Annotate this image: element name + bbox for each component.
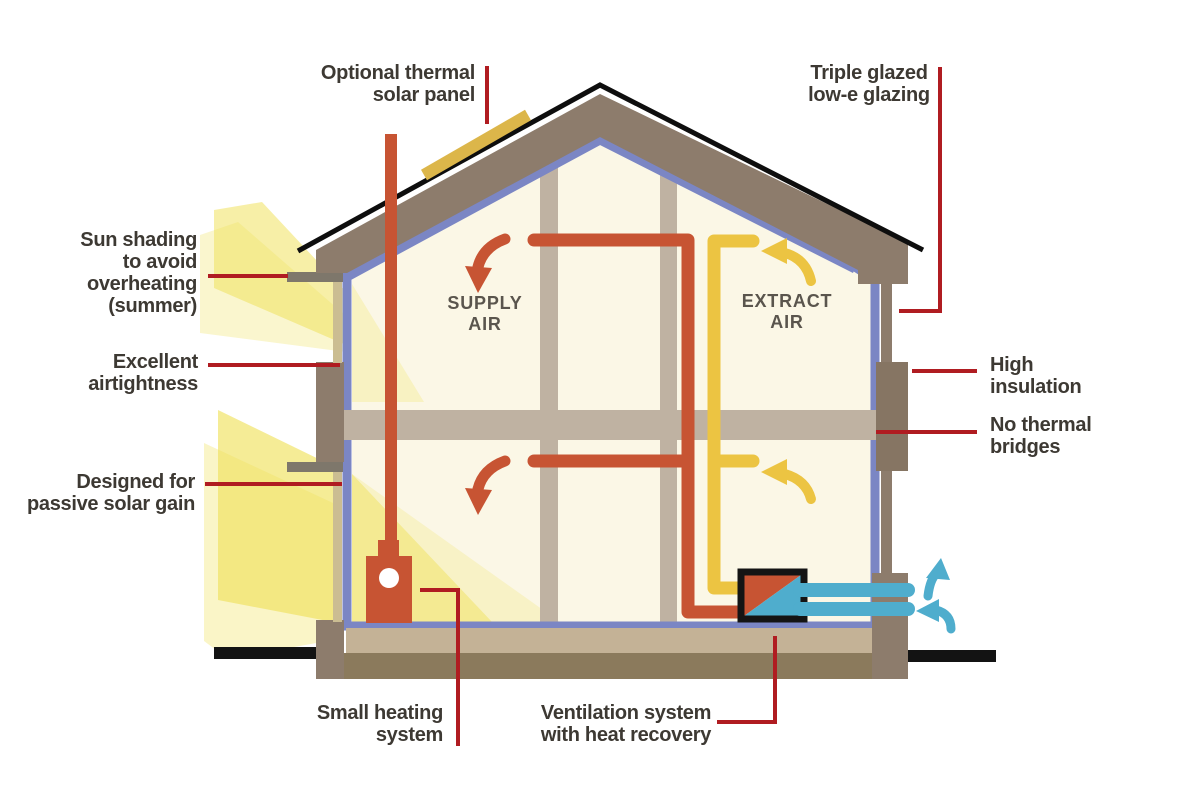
ground-line xyxy=(214,647,996,662)
heating-boiler xyxy=(366,540,412,623)
foundation xyxy=(316,653,908,679)
callout-triple-glazed xyxy=(899,67,942,313)
exhaust-up-arrow-icon xyxy=(926,558,950,580)
intake-exhaust-pipes xyxy=(793,583,915,616)
label-extract-air: EXTRACT AIR xyxy=(741,291,833,332)
right-window-glazing xyxy=(881,282,892,573)
extract-duct xyxy=(707,234,760,595)
callout-small-heating xyxy=(420,588,460,746)
intake-left-arrow-icon xyxy=(916,599,939,622)
callout-lines xyxy=(205,66,977,746)
timber-studs xyxy=(540,163,677,623)
label-sun-shading: Sun shading to avoid overheating (summer… xyxy=(80,229,197,317)
label-passive-solar-gain: Designed for passive solar gain xyxy=(26,471,195,515)
label-optional-solar-panel: Optional thermal solar panel xyxy=(320,62,475,106)
label-small-heating-system: Small heating system xyxy=(316,702,443,746)
insulation-block xyxy=(876,362,908,471)
callout-ventilation xyxy=(717,636,777,724)
extract-left-arrow-icon xyxy=(761,238,787,264)
extract-air-arrows xyxy=(761,238,816,504)
supply-air-arrows xyxy=(465,233,511,515)
label-triple-glazed: Triple glazed low-e glazing xyxy=(808,62,930,106)
extract-left-arrow-icon xyxy=(761,459,787,485)
label-high-insulation: High insulation xyxy=(990,354,1082,398)
label-supply-air: SUPPLY AIR xyxy=(447,293,523,334)
boiler-dial-icon xyxy=(379,568,399,588)
mid-floor xyxy=(344,410,878,440)
supply-down-arrow-icon xyxy=(465,488,492,515)
floor-slab xyxy=(346,628,876,653)
label-excellent-airtightness: Excellent airtightness xyxy=(88,351,198,395)
roof-outline xyxy=(296,82,925,254)
label-ventilation-system: Ventilation system with heat recovery xyxy=(540,702,712,746)
chimney xyxy=(385,134,397,554)
sun-shade-fins xyxy=(287,272,343,472)
label-no-thermal-bridges: No thermal bridges xyxy=(990,414,1092,458)
outside-air-arrows xyxy=(916,558,956,634)
supply-duct xyxy=(527,233,747,619)
solar-panel xyxy=(421,109,531,181)
supply-down-arrow-icon xyxy=(465,266,492,293)
left-window-glazing xyxy=(333,281,342,622)
